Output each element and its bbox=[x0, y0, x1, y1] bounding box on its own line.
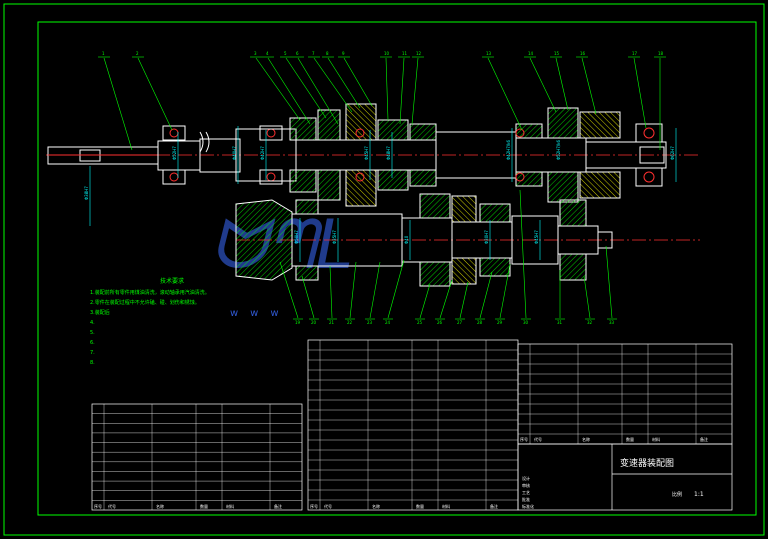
tech-note-2: 2.零件在装配过程中不允许磕、碰、划伤和锈蚀。 bbox=[90, 299, 200, 306]
bom-header-cell: 名称 bbox=[156, 503, 164, 509]
part-callout-bottom: 19 bbox=[295, 320, 301, 325]
title-block bbox=[517, 443, 733, 511]
part-callout-top: 9 bbox=[342, 51, 345, 56]
bom-header-cell: 材料 bbox=[442, 503, 450, 509]
tech-note-6: 6. bbox=[90, 340, 95, 346]
part-callout-bottom: 21 bbox=[329, 320, 335, 325]
part-callout-bottom: 23 bbox=[367, 320, 373, 325]
bom-header-cell: 序号 bbox=[310, 503, 318, 509]
part-callout-top: 18 bbox=[658, 51, 664, 56]
part-callout-top: 2 bbox=[136, 51, 139, 56]
part-callout-bottom: 28 bbox=[477, 320, 483, 325]
inner-frame bbox=[37, 21, 757, 516]
tech-note-7: 7. bbox=[90, 350, 95, 356]
tech-note-8: 8. bbox=[90, 360, 95, 366]
part-callout-top: 1 bbox=[102, 51, 105, 56]
dimension-label: Φ52H7 bbox=[172, 146, 177, 160]
input-shaft bbox=[47, 131, 241, 173]
bom-header-cell: 数量 bbox=[626, 436, 634, 442]
bom-header-cell: 名称 bbox=[372, 503, 380, 509]
part-callout-bottom: 22 bbox=[347, 320, 353, 325]
part-callout-bottom: 24 bbox=[385, 320, 391, 325]
bom-header-cell: 代号 bbox=[108, 503, 116, 509]
watermark-url: www bbox=[230, 308, 291, 319]
part-callout-top: 17 bbox=[632, 51, 638, 56]
part-callout-top: 4 bbox=[266, 51, 269, 56]
dimension-label: Φ45H7 bbox=[534, 230, 539, 244]
title-block-name: 变速器装配图 bbox=[620, 457, 674, 469]
tech-note-1: 1.装配前所有零件用煤油清洗，滚动轴承用汽油清洗。 bbox=[90, 289, 210, 296]
title-block-scale-label: 比例 bbox=[672, 491, 682, 498]
dimension-label: Φ45H7 bbox=[364, 146, 369, 160]
title-block-label: 审核 bbox=[522, 482, 530, 488]
tech-notes-heading: 技术要求 bbox=[160, 277, 184, 285]
bom-header-cell: 名称 bbox=[582, 436, 590, 442]
dimension-label: Φ38H7 bbox=[84, 186, 89, 200]
part-callout-top: 15 bbox=[554, 51, 560, 56]
part-callout-top: 8 bbox=[326, 51, 329, 56]
part-callout-top: 10 bbox=[384, 51, 390, 56]
part-callout-bottom: 33 bbox=[609, 320, 615, 325]
tech-note-4: 4. bbox=[90, 320, 95, 326]
title-block-label: 批准 bbox=[522, 496, 530, 502]
dimension-label: Φ42H7 bbox=[260, 146, 265, 160]
lower-gears bbox=[295, 193, 587, 287]
top-leaders bbox=[103, 57, 661, 151]
dimension-label: Φ40H7 bbox=[232, 146, 237, 160]
part-callout-bottom: 27 bbox=[457, 320, 463, 325]
title-block-label: 工艺 bbox=[522, 490, 530, 495]
part-callout-bottom: 26 bbox=[437, 320, 443, 325]
bom-header-cell: 备注 bbox=[490, 503, 498, 509]
countershaft bbox=[235, 199, 613, 281]
part-callout-top: 5 bbox=[284, 51, 287, 56]
bom-header-cell: 数量 bbox=[200, 503, 208, 509]
part-callout-bottom: 32 bbox=[587, 320, 593, 325]
part-callout-bottom: 25 bbox=[417, 320, 423, 325]
part-callout-bottom: 30 bbox=[523, 320, 529, 325]
bom-header-cell: 代号 bbox=[534, 436, 542, 442]
title-block-label: 标准化 bbox=[522, 503, 534, 509]
part-callout-top: 11 bbox=[402, 51, 408, 56]
part-callout-top: 6 bbox=[296, 51, 299, 56]
bom-header-cell: 数量 bbox=[416, 503, 424, 509]
part-callout-top: 16 bbox=[580, 51, 586, 56]
dimension-label: Φ40 bbox=[404, 235, 409, 244]
tech-note-5: 5. bbox=[90, 330, 95, 336]
part-callout-top: 13 bbox=[486, 51, 492, 56]
part-callout-top: 12 bbox=[416, 51, 422, 56]
dimension-label: Φ50H7 bbox=[294, 230, 299, 244]
tech-note-3: 3.装配后 bbox=[90, 309, 110, 316]
dimension-label: Φ42H7/k6 bbox=[506, 140, 511, 160]
bom-header-cell: 代号 bbox=[324, 503, 332, 509]
outer-frame bbox=[3, 3, 765, 536]
bom-header-cell: 备注 bbox=[700, 436, 708, 442]
part-callout-top: 7 bbox=[312, 51, 315, 56]
part-callout-bottom: 20 bbox=[311, 320, 317, 325]
upper-gears bbox=[289, 103, 621, 207]
title-block-label: 设计 bbox=[522, 475, 530, 481]
dimension-label: Φ48H7 bbox=[386, 146, 391, 160]
bom-header-cell: 序号 bbox=[520, 436, 528, 442]
dimension-marks bbox=[89, 126, 677, 262]
dimension-label: Φ30H7 bbox=[484, 230, 489, 244]
part-callout-top: 3 bbox=[254, 51, 257, 56]
part-callout-bottom: 31 bbox=[557, 320, 563, 325]
bom-header-cell: 序号 bbox=[94, 503, 102, 509]
part-callout-bottom: 29 bbox=[497, 320, 503, 325]
part-callout-top: 14 bbox=[528, 51, 534, 56]
dimension-label: Φ35H7 bbox=[332, 230, 337, 244]
bom-header-cell: 材料 bbox=[652, 436, 660, 442]
bom-header-cell: 备注 bbox=[274, 503, 282, 509]
dimension-label: Φ62H7 bbox=[670, 146, 675, 160]
bom-header-cell: 材料 bbox=[226, 503, 234, 509]
output-bearing bbox=[355, 123, 663, 187]
bottom-leaders bbox=[279, 189, 613, 319]
dimension-label: Φ52H7/k6 bbox=[556, 140, 561, 160]
tech-notes: 技术要求 1.装配前所有零件用煤油清洗，滚动轴承用汽油清洗。 2.零件在装配过程… bbox=[90, 277, 210, 366]
title-block-scale: 1:1 bbox=[694, 491, 704, 498]
bom-middle bbox=[307, 339, 519, 511]
bom-left bbox=[91, 403, 303, 511]
